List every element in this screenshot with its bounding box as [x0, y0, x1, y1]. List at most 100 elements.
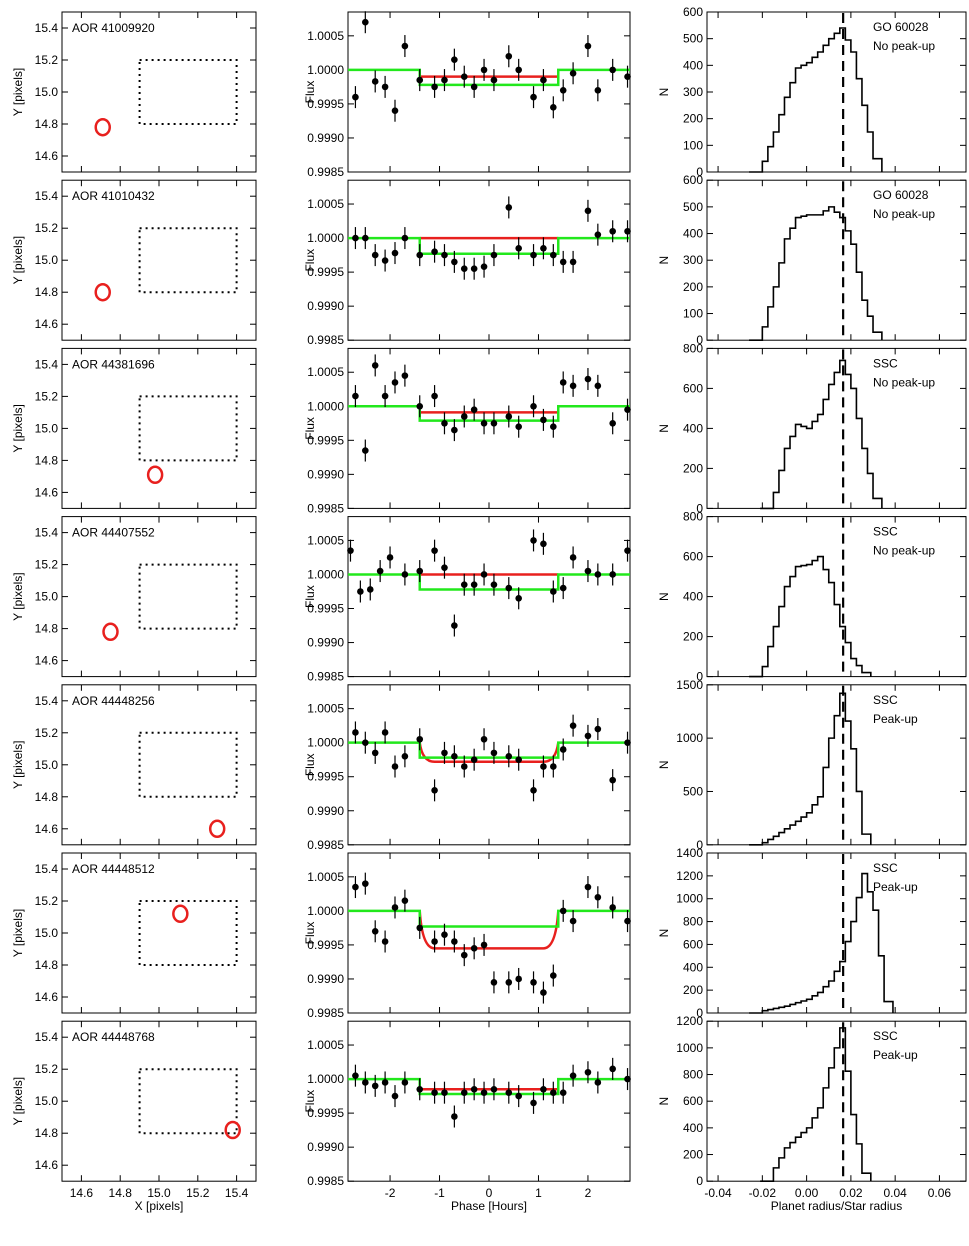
histogram-ytick-label: 800 [683, 510, 703, 524]
data-point [352, 729, 359, 736]
position-ylabel: Y [pixels] [11, 1077, 25, 1125]
histogram-frame [706, 1020, 967, 1182]
data-point [460, 265, 468, 273]
histogram-xtick-label: -0.04 [704, 1186, 732, 1200]
data-point [505, 1089, 513, 1096]
position-panel-6: 14.614.815.015.215.4Y [pixels]AOR 444485… [11, 852, 257, 1014]
data-point [530, 251, 537, 259]
position-ytick-label: 15.2 [35, 1062, 59, 1076]
lightcurve-ytick-label: 1.0005 [307, 533, 344, 547]
histogram-label-mode: No peak-up [873, 39, 935, 53]
position-ytick-label: 15.0 [35, 253, 59, 267]
data-point [431, 248, 438, 255]
model-red-line [418, 910, 560, 950]
data-point [505, 204, 513, 211]
position-ylabel: Y [pixels] [11, 572, 25, 620]
data-point [470, 1085, 478, 1093]
data-point [441, 251, 448, 259]
histogram-ylabel: N [657, 88, 671, 97]
model-green-line [348, 236, 630, 255]
lightcurve-xtick-label: -2 [385, 1186, 396, 1200]
data-point [540, 989, 547, 996]
histogram-ytick-label: 800 [683, 915, 703, 929]
data-point [530, 787, 537, 794]
data-point [460, 413, 468, 420]
data-point [470, 265, 478, 273]
data-point [451, 56, 458, 63]
lightcurve-ytick-label: 0.9995 [307, 97, 344, 111]
data-point [362, 234, 369, 242]
lightcurve-ytick-label: 1.0005 [307, 870, 344, 884]
histogram-xtick-label: 0.06 [928, 1186, 952, 1200]
histogram-label-mode: No peak-up [873, 544, 935, 558]
histogram-ytick-label: 1400 [676, 846, 703, 860]
data-point [530, 93, 537, 101]
data-point [609, 571, 616, 578]
data-point [391, 904, 399, 911]
aor-label: AOR 41009920 [72, 21, 155, 35]
position-ytick-label: 15.2 [35, 558, 59, 572]
lightcurve-ytick-label: 1.0000 [307, 231, 344, 245]
data-point [624, 547, 631, 554]
lightcurve-ylabel: Flux [303, 922, 317, 945]
histogram-step-line [749, 27, 883, 173]
aor-label: AOR 44407552 [72, 526, 155, 540]
lightcurve-ytick-label: 1.0000 [307, 63, 344, 77]
histogram-ytick-label: 0 [696, 838, 703, 852]
lightcurve-ytick-label: 0.9990 [307, 467, 344, 481]
lightcurve-ytick-label: 0.9995 [307, 770, 344, 784]
data-point [401, 752, 409, 760]
data-point [569, 258, 577, 266]
aperture-box [138, 731, 238, 798]
aperture-box [138, 227, 238, 294]
data-point [347, 547, 354, 554]
histogram-ylabel: N [657, 929, 671, 938]
data-point [391, 107, 399, 115]
position-ytick-label: 14.6 [35, 654, 59, 668]
data-point [386, 554, 394, 561]
data-point [540, 416, 547, 424]
data-point [480, 66, 488, 74]
data-point [371, 927, 379, 935]
lightcurve-ytick-label: 0.9990 [307, 804, 344, 818]
histogram-ytick-label: 400 [683, 960, 703, 974]
position-ylabel: Y [pixels] [11, 404, 25, 452]
data-point [594, 231, 602, 238]
lightcurve-ytick-label: 0.9995 [307, 602, 344, 616]
data-point [441, 76, 448, 84]
position-ytick-label: 14.6 [35, 990, 59, 1004]
histogram-ytick-label: 200 [683, 280, 703, 294]
lightcurve-ytick-label: 1.0000 [307, 1072, 344, 1086]
data-point [550, 588, 557, 595]
data-point [381, 938, 389, 945]
position-xlabel: X [pixels] [135, 1199, 184, 1213]
data-point [371, 251, 379, 259]
lightcurve-frame [347, 1020, 631, 1182]
data-point [381, 1079, 389, 1086]
histogram-ytick-label: 600 [683, 173, 703, 187]
data-point [431, 787, 438, 794]
data-point [624, 406, 631, 413]
data-point [569, 1072, 577, 1079]
histogram-ytick-label: 0 [696, 1006, 703, 1020]
data-point [362, 18, 369, 26]
position-ylabel: Y [pixels] [11, 909, 25, 957]
lightcurve-ylabel: Flux [303, 417, 317, 440]
data-point [490, 76, 498, 84]
data-point [609, 776, 616, 784]
data-point [609, 419, 616, 427]
data-point [470, 756, 478, 763]
histogram-ytick-label: 1000 [676, 731, 703, 745]
data-point [559, 746, 567, 753]
histogram-ytick-label: 1500 [676, 678, 703, 692]
aor-label: AOR 44381696 [72, 357, 155, 371]
lightcurve-ylabel: Flux [303, 1090, 317, 1113]
histogram-ytick-label: 1200 [676, 869, 703, 883]
position-ytick-label: 14.6 [35, 822, 59, 836]
histogram-step-line [760, 359, 883, 510]
position-xtick-label: 15.2 [186, 1186, 210, 1200]
centroid-contour [224, 1120, 241, 1140]
